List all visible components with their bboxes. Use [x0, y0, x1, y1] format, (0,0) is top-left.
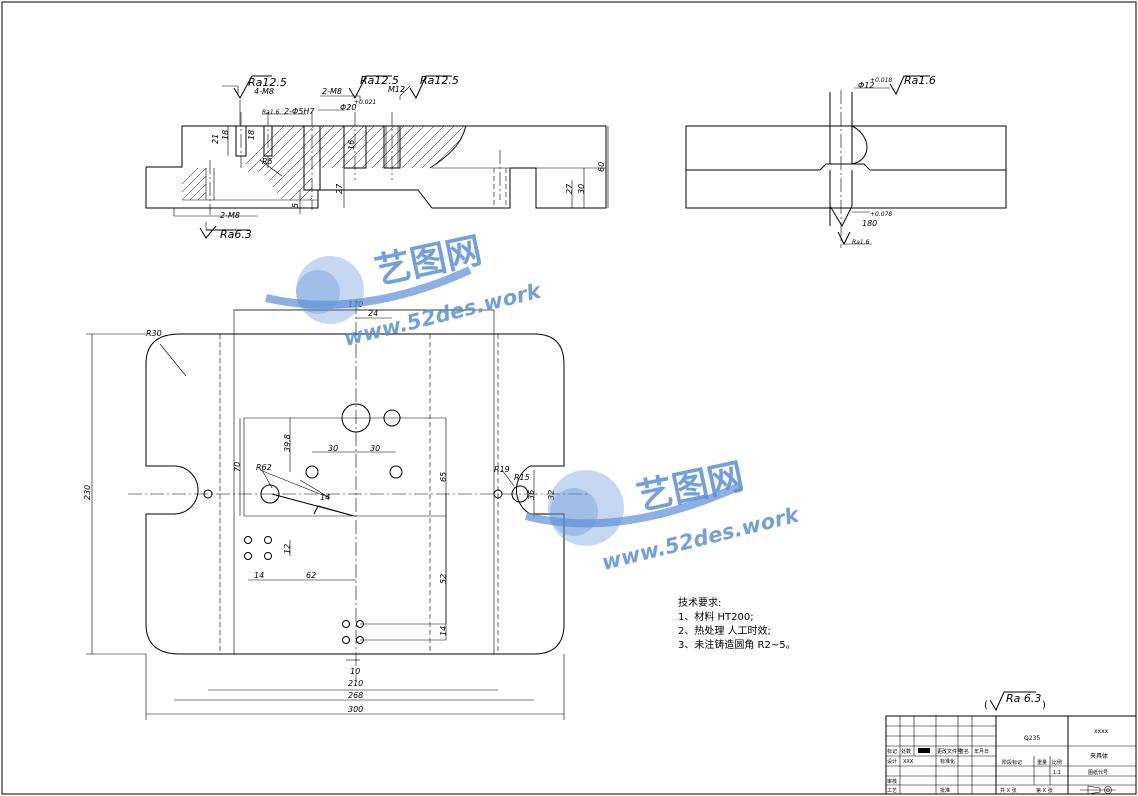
- notes-item-2: 2、热处理 人工时效;: [678, 624, 771, 637]
- r15: R15: [514, 473, 530, 482]
- dim-5: 5: [291, 203, 300, 208]
- dim-18a: 18: [221, 130, 230, 140]
- tb-scale-label: 比例: [1052, 759, 1062, 766]
- side-dia: Φ12: [858, 81, 874, 90]
- dim-14b: 14: [439, 626, 448, 636]
- dim-30b: 30: [370, 444, 380, 453]
- dim-16: 16: [347, 140, 356, 150]
- thread-2m8-a: 2-M8: [220, 211, 240, 220]
- dim-14c: 14: [320, 493, 330, 502]
- radius-r5: R5: [262, 157, 273, 166]
- side-roughness-bottom: Ra1.6: [852, 239, 870, 246]
- bore-dia: Φ20: [340, 103, 356, 112]
- bore-tol: +0.021: [354, 99, 376, 106]
- dim-60: 60: [597, 162, 606, 172]
- tb-scale: 1:1: [1053, 770, 1061, 776]
- tb-process: 工艺: [887, 788, 897, 794]
- notes-item-1: 1、材料 HT200;: [678, 610, 754, 623]
- tb-sheet-no: 第 X 张: [1036, 787, 1053, 794]
- r19: R19: [494, 465, 510, 474]
- tb-weight: 重量: [1037, 759, 1047, 766]
- side-dia-tol: +0.018: [870, 77, 892, 84]
- svg-text:(: (: [984, 700, 988, 711]
- dim-39: 39.8: [283, 434, 292, 452]
- section-view: Ra12.5 Ra12.5 Ra12.5 Ra6.3 Ra1.6 4-M8 2-…: [145, 74, 609, 241]
- tb-sign: 签名: [959, 748, 969, 755]
- roughness-4: Ra6.3: [220, 228, 252, 241]
- tb-designer: XXX: [903, 759, 914, 765]
- dim-32: 32: [547, 490, 556, 500]
- tb-designer-label: 设计: [887, 758, 897, 765]
- side-angle-tol: +0.078: [870, 211, 892, 218]
- tb-material: Q235: [1024, 735, 1040, 742]
- tb-part-name: 夹具体: [1090, 752, 1108, 760]
- watermark-logo-1: 艺图网 www.52des.work: [265, 230, 545, 351]
- projection-symbol: [1080, 785, 1116, 795]
- dim-210: 210: [348, 679, 363, 688]
- r30: R30: [146, 329, 162, 338]
- tb-mark: 标记: [887, 748, 897, 755]
- side-view: Ra1.6 Ra1.6 Φ12 +0.018 180 +0.078: [685, 74, 1007, 248]
- dim-24: 24: [368, 309, 378, 318]
- watermark-logo-2: 艺图网 www.52des.work: [525, 456, 803, 575]
- fit-hole: 2-Φ5H7: [284, 107, 315, 116]
- dim-27a: 27: [335, 183, 344, 194]
- tb-check: 审核: [887, 778, 897, 785]
- general-roughness: ( Ra 6.3 ): [984, 691, 1046, 712]
- plan-view: R30 R62 R19 R15 170 24 39.8 30 30 70 65 …: [83, 300, 590, 720]
- dim-230: 230: [83, 485, 92, 500]
- dim-21: 21: [211, 134, 220, 144]
- dim-27b: 27: [565, 183, 574, 194]
- dim-18b: 18: [247, 130, 256, 140]
- tb-stage: 阶段标记: [1002, 759, 1022, 766]
- tb-date: 年月日: [974, 748, 989, 755]
- technical-notes: 技术要求: 1、材料 HT200; 2、热处理 人工时效; 3、未注铸造圆角 R…: [678, 596, 796, 651]
- thread-4m8: 4-M8: [254, 87, 274, 96]
- roughness-1: Ra12.5: [248, 76, 287, 89]
- dim-10: 10: [350, 667, 360, 676]
- dim-12: 12: [283, 544, 292, 554]
- roughness-small: Ra1.6: [262, 109, 280, 116]
- dim-30a: 30: [328, 444, 338, 453]
- roughness-3: Ra12.5: [420, 74, 459, 87]
- dim-30: 30: [577, 184, 586, 194]
- side-roughness-top: Ra1.6: [904, 74, 936, 87]
- dim-14a: 14: [254, 571, 264, 580]
- dim-70: 70: [233, 462, 242, 472]
- tb-drawing-no: 图纸代号: [1088, 769, 1108, 776]
- dim-300: 300: [348, 705, 363, 714]
- watermark-url-2: www.52des.work: [599, 502, 803, 575]
- svg-text:): ): [1042, 700, 1046, 711]
- thread-2m8-b: 2-M8: [322, 87, 342, 96]
- dim-268: 268: [348, 691, 363, 700]
- tb-std: 标准化: [940, 758, 955, 765]
- tb-approve: 批准: [940, 787, 950, 794]
- thread-m12: M12: [388, 85, 405, 94]
- r62: R62: [256, 463, 272, 472]
- tb-sheets-total: 共 X 张: [1000, 787, 1017, 794]
- notes-title: 技术要求:: [678, 596, 721, 609]
- general-roughness-value: Ra 6.3: [1006, 692, 1041, 705]
- dim-52: 52: [439, 574, 448, 584]
- dim-65: 65: [439, 472, 448, 482]
- tb-change: 更改文件号: [937, 748, 962, 755]
- tb-count: 处数: [901, 748, 911, 755]
- dim-36: 36: [527, 490, 536, 500]
- tb-project: xxxx: [1094, 728, 1109, 735]
- side-angle: 180: [862, 219, 877, 228]
- roughness-2: Ra12.5: [360, 74, 399, 87]
- title-block: 标记 处数 更改文件号 签名 年月日 设计 XXX 标准化 审核 工艺 批准 Q…: [885, 715, 1137, 795]
- dim-62: 62: [306, 571, 316, 580]
- notes-item-3: 3、未注铸造圆角 R2~5。: [678, 638, 796, 651]
